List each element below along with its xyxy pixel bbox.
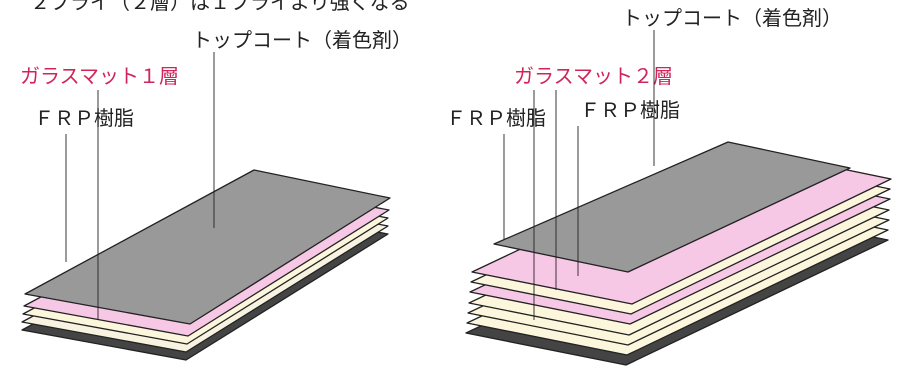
left-topcoat-layer [24,169,391,325]
left-glassmat-label: ガラスマット１層 [20,64,179,88]
left-topcoat-label: トップコート（着色剤） [192,28,412,52]
right-topcoat-layer [493,141,851,273]
right-frp-label-2: ＦＲＰ樹脂 [580,98,680,122]
header-caption: ２プライ（２層）は１プライより強くなる [30,0,410,14]
left-frp-label: ＦＲＰ樹脂 [34,106,134,130]
left-leader-lines [65,52,215,320]
left-layer-stack [21,169,391,361]
right-leader-lines [503,30,655,320]
right-topcoat-label: トップコート（着色剤） [622,6,842,30]
right-frp-label-1: ＦＲＰ樹脂 [446,106,546,130]
right-glassmat-label: ガラスマット２層 [514,64,673,88]
right-layer-stack [465,141,892,366]
